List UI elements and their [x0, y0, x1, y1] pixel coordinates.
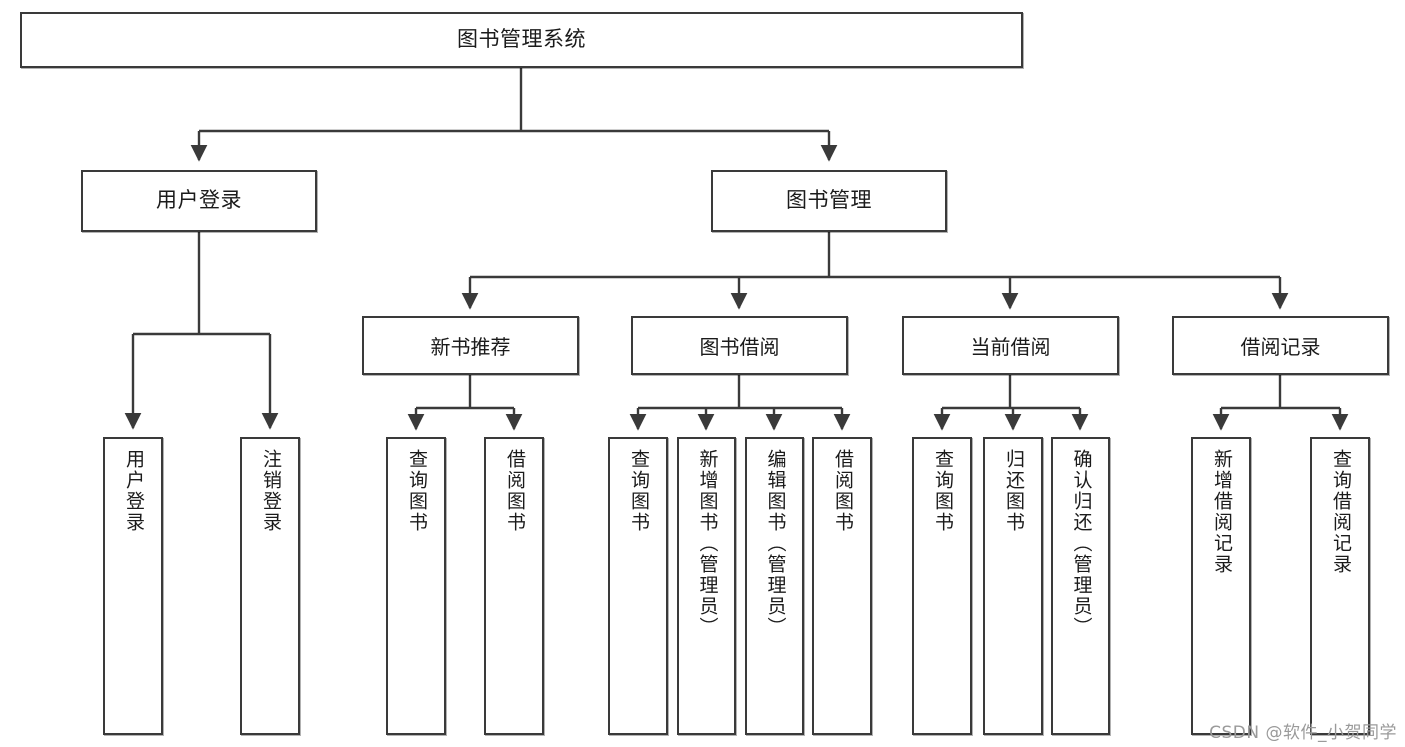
- node-new-book-recommend-label: 新书推荐: [430, 335, 511, 359]
- node-book-borrow[interactable]: 图书借阅: [631, 316, 848, 375]
- node-borrow-record[interactable]: 借阅记录: [1172, 316, 1389, 375]
- node-user-login-label: 用户登录: [156, 188, 242, 213]
- leaf-label: 查询图书: [405, 449, 428, 533]
- leaf-label: 注销登录: [259, 449, 282, 533]
- node-borrow-record-label: 借阅记录: [1240, 335, 1321, 359]
- leaf-query-book-borrow[interactable]: 查询图书: [608, 437, 668, 735]
- leaf-edit-book-admin[interactable]: 编辑图书（管理员）: [745, 437, 804, 735]
- leaf-borrow-book-recommend[interactable]: 借阅图书: [484, 437, 544, 735]
- leaf-user-login[interactable]: 用户登录: [103, 437, 163, 735]
- leaf-label: 借阅图书: [831, 449, 854, 533]
- leaf-query-book-recommend[interactable]: 查询图书: [386, 437, 446, 735]
- leaf-confirm-return-admin[interactable]: 确认归还（管理员）: [1051, 437, 1110, 735]
- leaf-user-logout[interactable]: 注销登录: [240, 437, 300, 735]
- leaf-label: 借阅图书: [503, 449, 526, 533]
- leaf-return-book[interactable]: 归还图书: [983, 437, 1043, 735]
- leaf-label: 新增图书（管理员）: [696, 449, 719, 638]
- leaf-add-borrow-record[interactable]: 新增借阅记录: [1191, 437, 1251, 735]
- leaf-borrow-book[interactable]: 借阅图书: [812, 437, 872, 735]
- watermark: CSDN @软件_小贺同学: [1209, 723, 1397, 743]
- leaf-label: 查询借阅记录: [1329, 449, 1352, 575]
- node-current-borrow-label: 当前借阅: [970, 335, 1051, 359]
- leaf-label: 新增借阅记录: [1210, 449, 1233, 575]
- leaf-label: 查询图书: [931, 449, 954, 533]
- leaf-label: 查询图书: [627, 449, 650, 533]
- node-book-management-label: 图书管理: [786, 188, 872, 213]
- leaf-label: 编辑图书（管理员）: [764, 449, 787, 638]
- leaf-label: 用户登录: [122, 449, 145, 533]
- node-current-borrow[interactable]: 当前借阅: [902, 316, 1119, 375]
- leaf-query-book-current[interactable]: 查询图书: [912, 437, 972, 735]
- leaf-query-borrow-record[interactable]: 查询借阅记录: [1310, 437, 1370, 735]
- node-user-login[interactable]: 用户登录: [81, 170, 317, 232]
- node-root-label: 图书管理系统: [457, 27, 586, 52]
- leaf-label: 确认归还（管理员）: [1070, 449, 1093, 638]
- node-book-management[interactable]: 图书管理: [711, 170, 947, 232]
- leaf-label: 归还图书: [1002, 449, 1025, 533]
- node-book-borrow-label: 图书借阅: [699, 335, 780, 359]
- leaf-add-book-admin[interactable]: 新增图书（管理员）: [677, 437, 736, 735]
- node-root[interactable]: 图书管理系统: [20, 12, 1023, 68]
- node-new-book-recommend[interactable]: 新书推荐: [362, 316, 579, 375]
